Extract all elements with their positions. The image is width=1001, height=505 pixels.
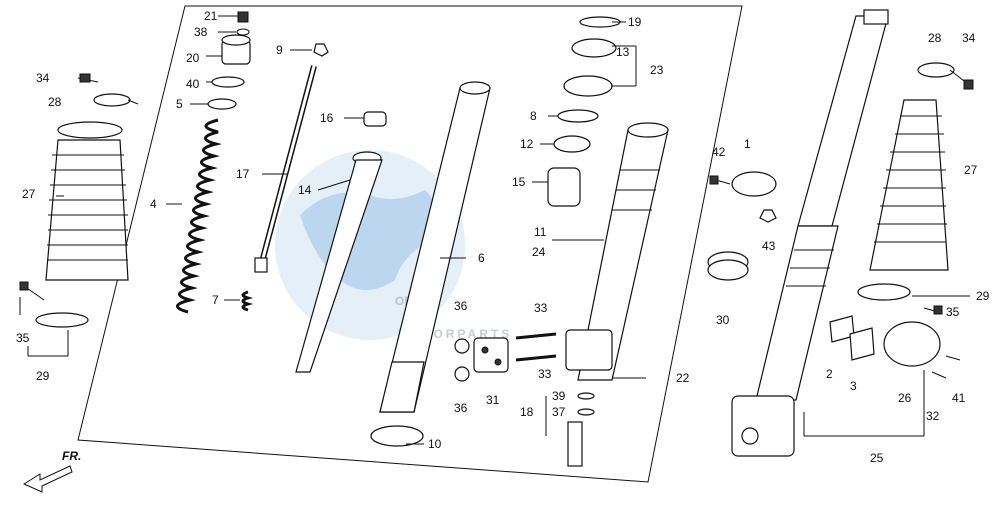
callout-36-lower: 36 [454,401,468,415]
callout-6: 6 [478,251,485,265]
callout-39: 39 [552,389,566,403]
callout-37: 37 [552,405,566,419]
callout-25: 25 [870,451,884,465]
callout-4: 4 [150,197,157,211]
leader-lines [56,15,646,445]
callout-8: 8 [530,109,537,123]
callout-27-right: 27 [964,163,978,177]
callout-18: 18 [520,405,534,419]
callout-numbers: 21 38 20 40 5 4 7 9 17 16 14 6 10 19 13 … [16,9,990,465]
callout-10: 10 [428,437,442,451]
axle-clamp-parts [454,332,557,382]
callout-28-left: 28 [48,95,62,109]
callout-33-lower: 33 [538,367,552,381]
right-boot-assembly [857,62,974,315]
callout-41: 41 [952,391,966,405]
callout-23: 23 [650,63,664,77]
callout-42: 42 [712,145,726,159]
callout-35-right: 35 [946,305,960,319]
callout-38: 38 [194,25,208,39]
piston-tube [295,111,387,373]
callout-20: 20 [186,51,200,65]
callout-29-left: 29 [36,369,50,383]
callout-28-right: 28 [928,31,942,45]
callout-12: 12 [520,137,534,151]
callout-21: 21 [204,9,218,23]
callout-43: 43 [762,239,776,253]
callout-34-right: 34 [962,31,976,45]
outer-fork-slider [565,122,669,381]
panel-outline [77,5,743,483]
watermark: OEM MOTORPARTS [275,150,509,341]
drain-bolt [545,392,595,467]
callout-9: 9 [276,43,283,57]
spring-stack [176,11,254,314]
callout-32: 32 [926,409,940,423]
callout-5: 5 [176,97,183,111]
callout-33-upper: 33 [534,301,548,315]
callout-17: 17 [236,167,250,181]
callout-13: 13 [616,45,630,59]
callout-34-left: 34 [36,71,50,85]
callout-7: 7 [212,293,219,307]
callout-11: 11 [534,225,547,239]
callout-15: 15 [512,175,526,189]
fr-label: FR. [62,449,81,463]
callout-40: 40 [186,77,200,91]
callout-3: 3 [850,379,857,393]
seal-stack [547,16,637,207]
callout-14: 14 [298,183,312,197]
callout-26: 26 [898,391,912,405]
callout-19: 19 [628,15,642,29]
callout-29-right: 29 [976,289,990,303]
callout-35-left: 35 [16,331,30,345]
inner-fork-tube [370,81,491,447]
callout-22: 22 [676,371,690,385]
damper-rod [254,43,329,273]
callout-24: 24 [532,245,546,259]
callout-27-left: 27 [22,187,36,201]
callout-16: 16 [320,111,334,125]
loose-clamps [707,171,777,281]
callout-30: 30 [716,313,730,327]
callout-2: 2 [826,367,833,381]
left-boot-assembly [19,73,139,357]
callout-1: 1 [744,137,751,151]
fr-direction-arrow: FR. [22,449,81,493]
right-fork-assembly [731,9,961,457]
callout-31: 31 [486,393,500,407]
callout-36-upper: 36 [454,299,468,313]
